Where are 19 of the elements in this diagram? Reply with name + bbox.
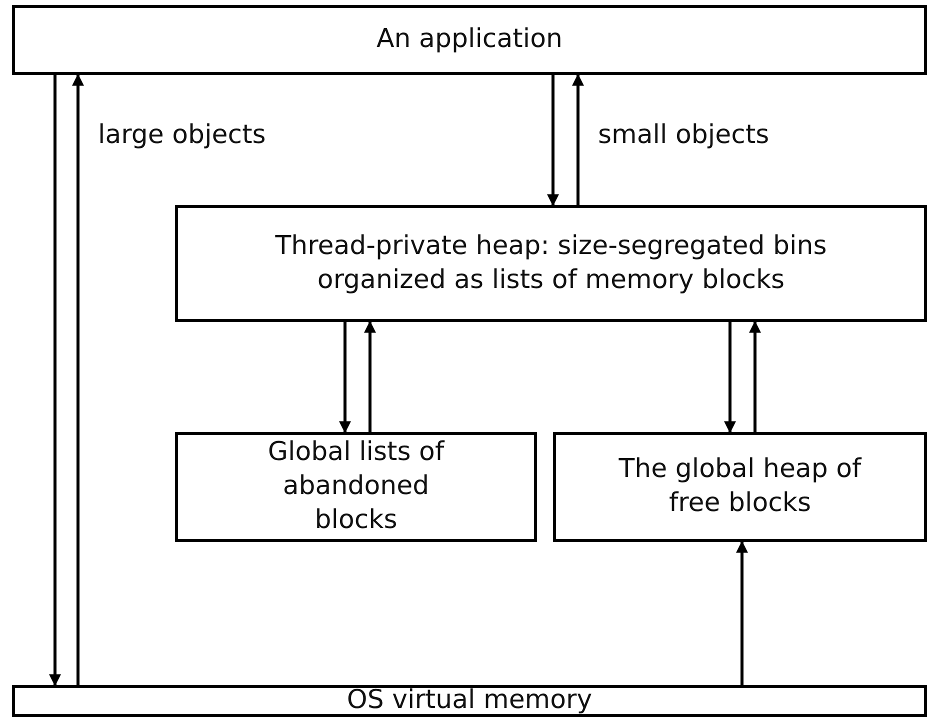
- box-label: Global lists of abandoned blocks: [266, 436, 446, 537]
- arrow: [547, 75, 559, 206]
- process-box: [12, 685, 927, 717]
- arrow: [724, 322, 736, 434]
- process-box: [175, 432, 537, 542]
- arrow: [72, 74, 84, 685]
- arrow: [49, 75, 61, 686]
- arrow: [736, 540, 748, 685]
- process-box: [12, 5, 927, 75]
- box-label: An application: [376, 23, 562, 56]
- arrow: [339, 322, 351, 434]
- box-label: The global heap of free blocks: [618, 453, 863, 520]
- arrow: [364, 320, 376, 432]
- arrow: [749, 320, 761, 432]
- process-box: [175, 205, 927, 322]
- arrow: [572, 74, 584, 205]
- box-label: OS virtual memory: [346, 684, 592, 718]
- process-box: [553, 432, 927, 542]
- box-label: Thread-private heap: size-segregated bins organized as lists of memory blocks: [274, 230, 828, 296]
